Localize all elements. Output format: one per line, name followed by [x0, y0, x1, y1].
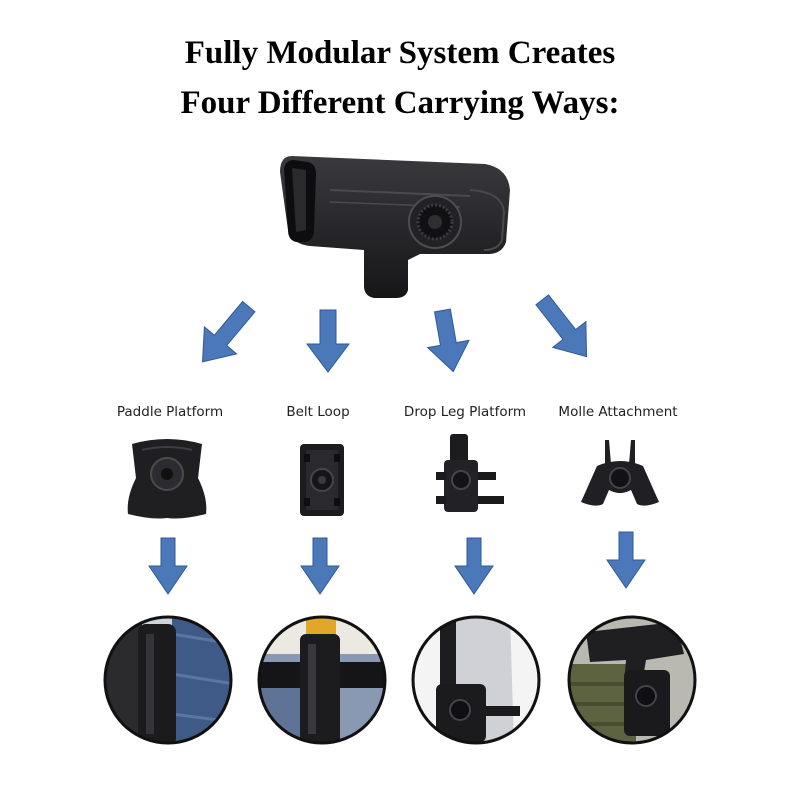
drop-leg-platform-icon: [430, 432, 510, 522]
label-paddle-platform: Paddle Platform: [116, 404, 224, 420]
label-molle-attachment: Molle Attachment: [558, 404, 678, 420]
belt-loop-icon: [296, 440, 348, 520]
paddle-worn-photo: [102, 614, 234, 746]
paddle-platform-icon: [122, 436, 212, 526]
holster-icon: [270, 150, 530, 300]
molle-worn-photo: [566, 614, 698, 746]
arrow-down-icon-2: [426, 308, 470, 373]
arrow-down-icon-5: [454, 537, 494, 595]
arrow-down-icon-1: [306, 309, 350, 373]
title-line-2: Four Different Carrying Ways:: [180, 85, 620, 121]
page-title: Fully Modular System Creates Four Differ…: [0, 28, 800, 128]
arrow-down-icon-3: [148, 537, 188, 595]
title-line-1: Fully Modular System Creates: [184, 35, 616, 71]
label-drop-leg-platform: Drop Leg Platform: [403, 404, 527, 420]
drop-leg-worn-photo: [410, 614, 542, 746]
arrow-down-left-icon-1: [201, 300, 256, 363]
arrow-down-icon-4: [300, 537, 340, 595]
label-belt-loop: Belt Loop: [286, 404, 350, 420]
arrow-down-right-icon-1: [535, 294, 588, 358]
belt-loop-worn-photo: [256, 614, 388, 746]
arrow-down-icon-6: [606, 531, 646, 589]
molle-attachment-icon: [575, 436, 665, 516]
